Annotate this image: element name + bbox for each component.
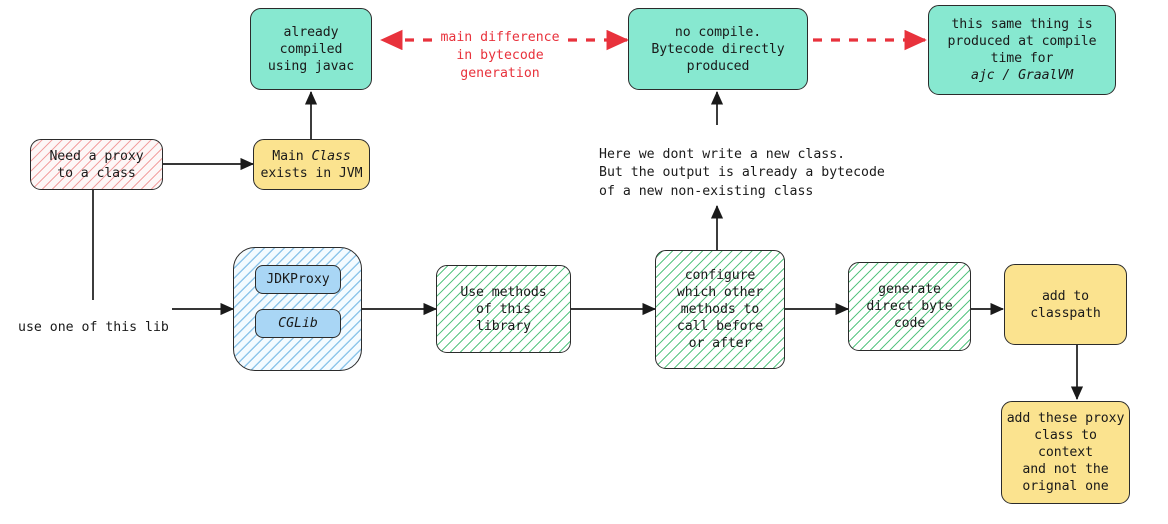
- node-no-compile[interactable]: no compile. Bytecode directly produced: [628, 8, 808, 90]
- note-here-we-dont-write-text: Here we dont write a new class. But the …: [599, 146, 885, 199]
- node-same-thing-compile-time[interactable]: this same thing is produced at compile t…: [928, 5, 1116, 95]
- node-main-class-keyword: Class: [311, 148, 351, 164]
- label-main-difference-text: main difference in bytecode generation: [440, 30, 560, 81]
- node-use-methods[interactable]: Use methods of this library: [436, 265, 571, 353]
- chip-cglib[interactable]: CGLib: [255, 309, 341, 338]
- chip-jdkproxy-label: JDKProxy: [266, 272, 330, 287]
- node-generate-byte-code-label: generate direct byte code: [866, 282, 953, 331]
- node-main-class-label: Main Class exists in JVM: [261, 148, 363, 182]
- note-here-we-dont-write: Here we dont write a new class. But the …: [599, 127, 929, 201]
- node-need-proxy[interactable]: Need a proxy to a class: [30, 139, 163, 190]
- node-generate-byte-code[interactable]: generate direct byte code: [848, 262, 971, 351]
- node-no-compile-label: no compile. Bytecode directly produced: [651, 24, 785, 74]
- node-already-compiled-label: already compiled using javac: [267, 24, 355, 74]
- label-use-one-of-this-lib-text: use one of this lib: [18, 319, 169, 335]
- node-add-to-classpath-label: add to classpath: [1030, 288, 1101, 321]
- node-same-thing-text: this same thing is produced at compile t…: [947, 17, 1097, 66]
- node-main-class-prefix: Main: [272, 148, 312, 164]
- node-already-compiled[interactable]: already compiled using javac: [250, 8, 372, 90]
- node-add-to-classpath[interactable]: add to classpath: [1004, 264, 1127, 345]
- label-use-one-of-this-lib: use one of this lib: [18, 300, 169, 337]
- node-same-thing-tool: ajc / GraalVM: [971, 68, 1073, 83]
- node-main-class-suffix: exists in JVM: [260, 165, 363, 181]
- chip-jdkproxy[interactable]: JDKProxy: [255, 265, 341, 294]
- node-configure-methods-label: configure which other methods to call be…: [676, 268, 764, 351]
- node-add-proxy-to-context-label: add these proxy class to context and not…: [1006, 411, 1125, 494]
- node-same-thing-label: this same thing is produced at compile t…: [948, 16, 1097, 84]
- node-configure-methods[interactable]: configure which other methods to call be…: [655, 250, 785, 369]
- node-main-class-exists[interactable]: Main Class exists in JVM: [253, 139, 370, 190]
- node-use-methods-label: Use methods of this library: [460, 284, 547, 334]
- node-add-proxy-to-context[interactable]: add these proxy class to context and not…: [1001, 401, 1130, 504]
- node-need-proxy-label: Need a proxy to a class: [49, 148, 144, 181]
- chip-cglib-label: CGLib: [278, 316, 318, 331]
- label-main-difference: main difference in bytecode generation: [432, 11, 568, 83]
